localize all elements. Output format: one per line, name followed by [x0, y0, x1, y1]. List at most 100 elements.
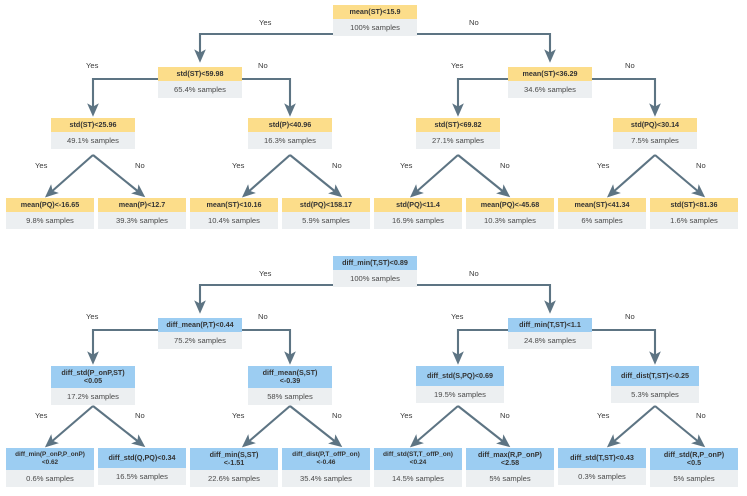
node-top-leaf-6[interactable]: mean(ST)<41.34 6% samples [558, 198, 646, 229]
edge-label-no: No [696, 161, 706, 170]
node-bottom-l3-1[interactable]: diff_mean(S,ST) <-0.39 58% samples [248, 366, 332, 406]
edge-label-yes: Yes [86, 61, 99, 70]
node-top-root[interactable]: mean(ST)<15.9 100% samples [333, 5, 417, 36]
node-samples: 5.9% samples [282, 211, 370, 229]
node-bottom-l2-0[interactable]: diff_mean(P,T)<0.44 75.2% samples [158, 318, 242, 349]
node-condition: diff_std(ST,T_offP_on) <0.24 [374, 448, 462, 471]
node-condition: diff_dist(T,ST)<-0.25 [611, 366, 699, 386]
node-top-l3-3[interactable]: std(PQ)<30.14 7.5% samples [613, 118, 697, 149]
node-condition: diff_dist(P,T_offP_on) <-0.46 [282, 448, 370, 471]
node-top-leaf-5[interactable]: mean(PQ)<-45.68 10.3% samples [466, 198, 554, 229]
node-samples: 7.5% samples [613, 131, 697, 149]
node-condition: diff_mean(P,T)<0.44 [158, 318, 242, 332]
node-top-leaf-7[interactable]: std(ST)<81.36 1.6% samples [650, 198, 738, 229]
node-samples: 16.5% samples [98, 468, 186, 485]
node-samples: 100% samples [333, 18, 417, 36]
node-top-leaf-3[interactable]: std(PQ)<158.17 5.9% samples [282, 198, 370, 229]
node-top-leaf-2[interactable]: mean(ST)<10.16 10.4% samples [190, 198, 278, 229]
node-samples: 49.1% samples [51, 131, 135, 149]
edge-label-yes: Yes [400, 411, 413, 420]
node-samples: 9.8% samples [6, 211, 94, 229]
node-top-l2-0[interactable]: std(ST)<59.98 65.4% samples [158, 67, 242, 98]
node-samples: 0.6% samples [6, 470, 94, 488]
node-condition: std(PQ)<30.14 [613, 118, 697, 132]
edge-label-yes: Yes [451, 61, 464, 70]
node-samples: 100% samples [333, 269, 417, 287]
node-samples: 35.4% samples [282, 470, 370, 488]
node-samples: 5% samples [466, 470, 554, 488]
node-bottom-leaf-2[interactable]: diff_min(S,ST) <-1.51 22.6% samples [190, 448, 278, 488]
node-bottom-leaf-4[interactable]: diff_std(ST,T_offP_on) <0.24 14.5% sampl… [374, 448, 462, 488]
node-samples: 10.4% samples [190, 211, 278, 229]
node-top-l2-1[interactable]: mean(ST)<36.29 34.6% samples [508, 67, 592, 98]
edge-label-yes: Yes [451, 312, 464, 321]
edge-label-no: No [625, 61, 635, 70]
node-bottom-leaf-0[interactable]: diff_min(P_onP,P_onP) <0.62 0.6% samples [6, 448, 94, 488]
node-condition: std(ST)<81.36 [650, 198, 738, 212]
node-bottom-l3-0[interactable]: diff_std(P_onP,ST) <0.05 17.2% samples [51, 366, 135, 406]
node-top-l3-2[interactable]: std(ST)<69.82 27.1% samples [416, 118, 500, 149]
edge-label-no: No [258, 312, 268, 321]
node-top-leaf-1[interactable]: mean(P)<12.7 39.3% samples [98, 198, 186, 229]
node-bottom-leaf-3[interactable]: diff_dist(P,T_offP_on) <-0.46 35.4% samp… [282, 448, 370, 488]
node-condition: mean(ST)<10.16 [190, 198, 278, 212]
node-bottom-l3-2[interactable]: diff_std(S,PQ)<0.69 19.5% samples [416, 366, 504, 403]
node-bottom-leaf-6[interactable]: diff_std(T,ST)<0.43 0.3% samples [558, 448, 646, 485]
node-condition: std(ST)<59.98 [158, 67, 242, 81]
node-samples: 0.3% samples [558, 468, 646, 485]
node-top-leaf-0[interactable]: mean(PQ)<-16.65 9.8% samples [6, 198, 94, 229]
node-condition: diff_std(T,ST)<0.43 [558, 448, 646, 468]
node-samples: 39.3% samples [98, 211, 186, 229]
node-condition: diff_std(P_onP,ST) <0.05 [51, 366, 135, 389]
node-bottom-leaf-1[interactable]: diff_std(Q,PQ)<0.34 16.5% samples [98, 448, 186, 485]
node-samples: 34.6% samples [508, 80, 592, 98]
edge-label-yes: Yes [400, 161, 413, 170]
node-bottom-root[interactable]: diff_min(T,ST)<0.89 100% samples [333, 256, 417, 287]
node-condition: diff_min(P_onP,P_onP) <0.62 [6, 448, 94, 471]
node-top-leaf-4[interactable]: std(PQ)<11.4 16.9% samples [374, 198, 462, 229]
node-samples: 17.2% samples [51, 388, 135, 406]
node-samples: 10.3% samples [466, 211, 554, 229]
node-samples: 58% samples [248, 388, 332, 406]
node-top-l3-0[interactable]: std(ST)<25.96 49.1% samples [51, 118, 135, 149]
edge-label-yes: Yes [259, 18, 272, 27]
edge-label-yes: Yes [259, 269, 272, 278]
edge-label-yes: Yes [597, 411, 610, 420]
node-samples: 24.8% samples [508, 331, 592, 349]
node-condition: mean(PQ)<-45.68 [466, 198, 554, 212]
node-samples: 1.6% samples [650, 211, 738, 229]
edge-label-no: No [135, 161, 145, 170]
node-condition: diff_std(R,P_onP) <0.5 [650, 448, 738, 471]
edge-label-yes: Yes [597, 161, 610, 170]
node-samples: 19.5% samples [416, 386, 504, 403]
edge-label-yes: Yes [86, 312, 99, 321]
edge-label-no: No [500, 411, 510, 420]
node-condition: diff_min(T,ST)<0.89 [333, 256, 417, 270]
node-condition: mean(ST)<15.9 [333, 5, 417, 19]
node-samples: 16.9% samples [374, 211, 462, 229]
edge-label-no: No [469, 269, 479, 278]
node-samples: 65.4% samples [158, 80, 242, 98]
edge-label-no: No [332, 161, 342, 170]
node-samples: 6% samples [558, 211, 646, 229]
node-samples: 75.2% samples [158, 331, 242, 349]
node-condition: diff_std(Q,PQ)<0.34 [98, 448, 186, 468]
node-condition: diff_std(S,PQ)<0.69 [416, 366, 504, 386]
node-top-l3-1[interactable]: std(P)<40.96 16.3% samples [248, 118, 332, 149]
node-bottom-l2-1[interactable]: diff_min(T,ST)<1.1 24.8% samples [508, 318, 592, 349]
edge-label-yes: Yes [35, 411, 48, 420]
node-bottom-leaf-5[interactable]: diff_max(R,P_onP) <2.58 5% samples [466, 448, 554, 488]
edge-label-no: No [625, 312, 635, 321]
edge-label-no: No [135, 411, 145, 420]
node-condition: diff_min(T,ST)<1.1 [508, 318, 592, 332]
edge-label-no: No [332, 411, 342, 420]
node-condition: std(PQ)<11.4 [374, 198, 462, 212]
node-bottom-leaf-7[interactable]: diff_std(R,P_onP) <0.5 5% samples [650, 448, 738, 488]
node-condition: mean(P)<12.7 [98, 198, 186, 212]
node-bottom-l3-3[interactable]: diff_dist(T,ST)<-0.25 5.3% samples [611, 366, 699, 403]
edge-label-no: No [500, 161, 510, 170]
node-condition: std(ST)<25.96 [51, 118, 135, 132]
node-condition: diff_min(S,ST) <-1.51 [190, 448, 278, 471]
node-condition: diff_mean(S,ST) <-0.39 [248, 366, 332, 389]
